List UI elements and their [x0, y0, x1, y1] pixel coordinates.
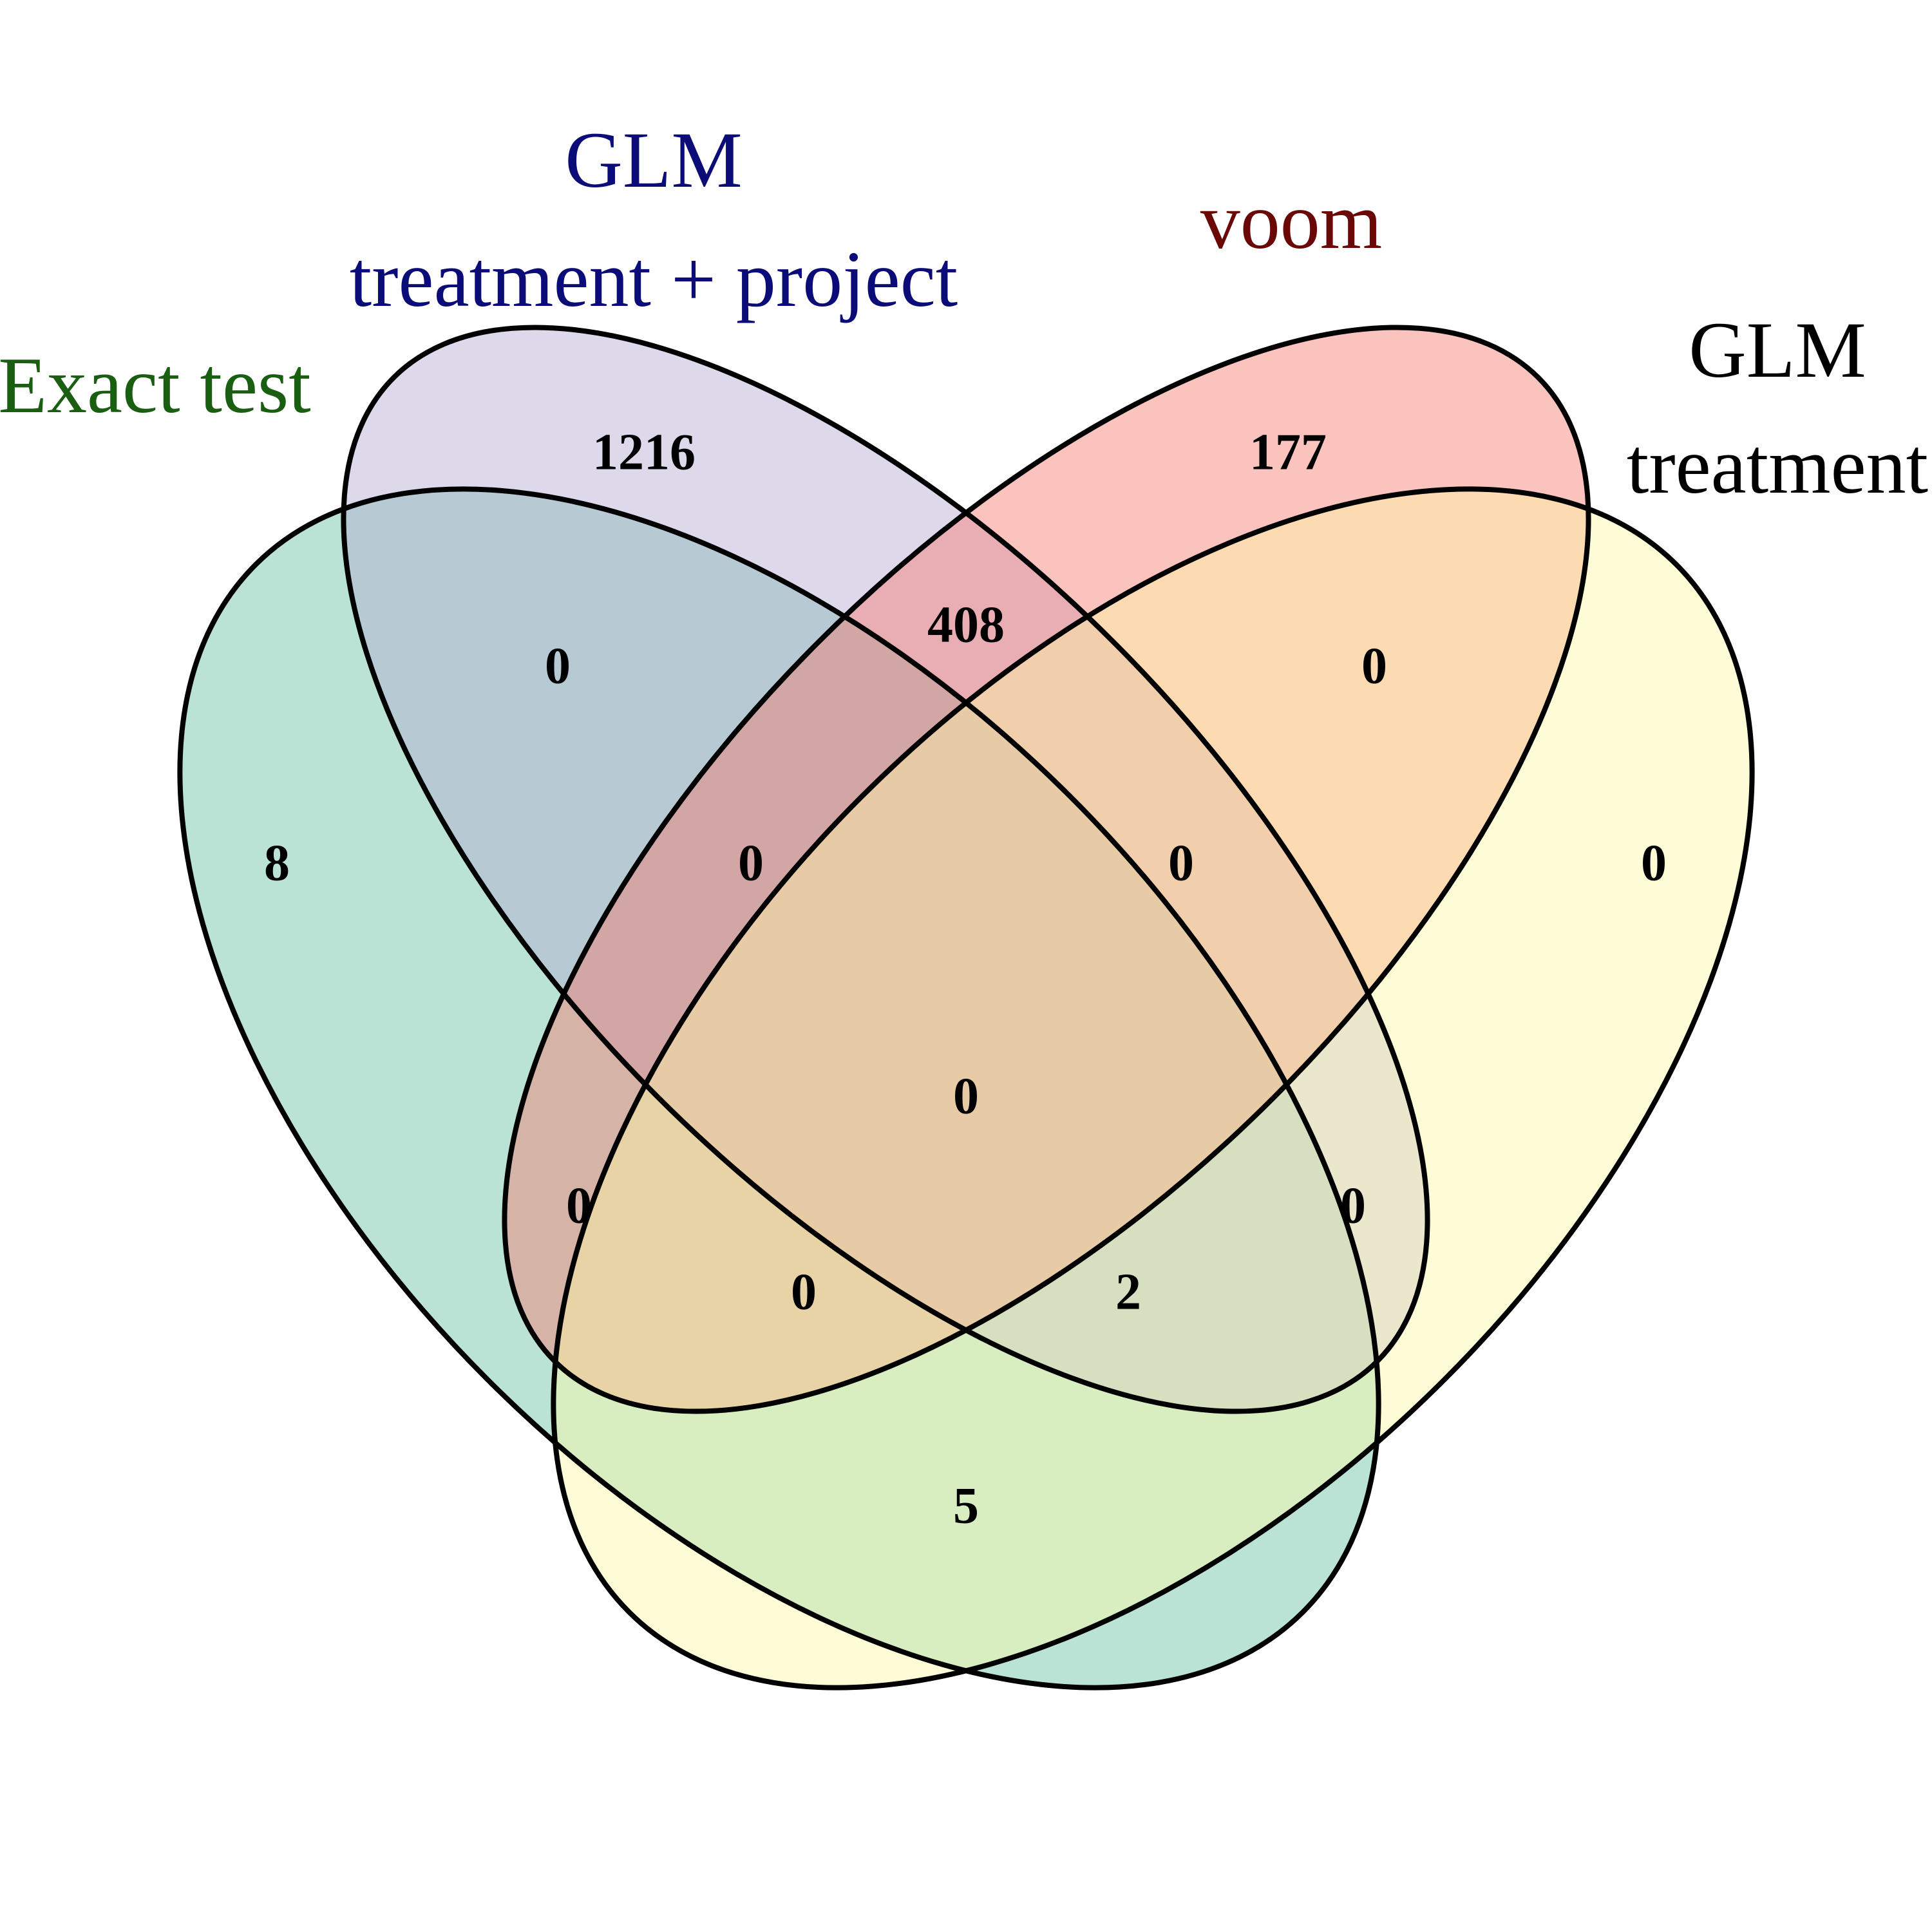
set-label-line: treatment [1627, 422, 1928, 510]
region-count-glm-tp-voom: 408 [927, 596, 1005, 653]
set-label-line: GLM [1689, 306, 1866, 394]
set-ellipses [180, 327, 1752, 1688]
region-count-glm-tp-glm-t: 0 [1340, 1177, 1366, 1234]
set-label-line: Exact test [0, 341, 311, 430]
region-count-exact-glm-tp-voom: 0 [738, 835, 764, 891]
set-label-line: voom [1200, 177, 1382, 265]
set-label-line: GLM [565, 116, 743, 204]
region-count-glm-tp: 1216 [592, 424, 696, 480]
set-ellipse-glm-t [553, 489, 1752, 1688]
region-count-exact-glm-tp-voom-glm-t: 0 [953, 1068, 979, 1124]
set-outlines [177, 325, 1755, 1690]
set-outline-glm-tp [341, 325, 1430, 1414]
region-count-voom-glm-t: 0 [1361, 638, 1387, 694]
set-ellipse-exact [180, 489, 1379, 1688]
region-count-exact-glm-t: 5 [953, 1477, 979, 1534]
region-count-glm-tp-voom-glm-t: 0 [1168, 835, 1194, 891]
region-count-glm-t: 0 [1641, 835, 1667, 891]
region-count-exact-voom-glm-t: 0 [791, 1264, 817, 1320]
set-outline-exact [177, 486, 1381, 1690]
region-count-exact: 8 [264, 835, 290, 891]
set-label-voom: voom [1200, 177, 1382, 265]
region-count-voom: 177 [1249, 424, 1327, 480]
set-label-line: treatment + project [350, 235, 958, 323]
set-ellipse-voom [504, 327, 1589, 1412]
set-label-exact: Exact test [0, 341, 311, 430]
region-counts: 8 1216 177 0 0 408 0 0 0 0 0 0 0 2 5 [264, 424, 1667, 1534]
set-label-glm-t: GLM treatment [1627, 306, 1928, 510]
region-count-exact-voom: 0 [566, 1177, 592, 1234]
set-outline-glm-t [551, 486, 1755, 1690]
region-count-exact-glm-tp: 0 [545, 638, 571, 694]
region-count-exact-glm-tp-glm-t: 2 [1115, 1264, 1141, 1320]
set-ellipse-glm-tp [343, 327, 1428, 1412]
set-label-glm-tp: GLM treatment + project [350, 116, 958, 323]
